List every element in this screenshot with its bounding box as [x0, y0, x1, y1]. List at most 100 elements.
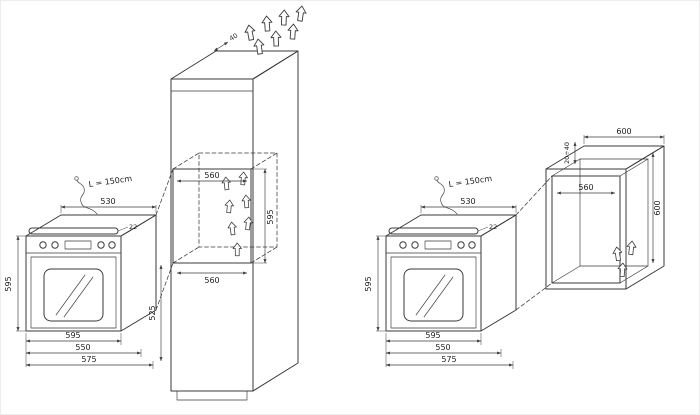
oven-handle [28, 227, 119, 235]
oven-height-label: 595 [4, 276, 13, 291]
cord-length-label: L = 150cm [88, 174, 133, 189]
window-shine-line [63, 276, 94, 318]
cabinet-top-face [170, 50, 299, 80]
dimension-oven-width: 595 [385, 331, 482, 367]
oven-door [30, 256, 117, 329]
handle-offset-label: 22 [489, 223, 497, 231]
oven-side-face [120, 214, 157, 332]
dimension-niche-height: 595 [251, 168, 275, 264]
base-cabinet [545, 145, 665, 290]
niche-interior [551, 158, 649, 284]
vent-arrow-icon [611, 246, 624, 262]
dimension-niche-width-top: 560 [177, 171, 247, 183]
right-installation-base-cabinet: 600 20÷40 560 600 [364, 127, 665, 369]
projection-lines [515, 175, 553, 311]
knob-icon [51, 241, 59, 249]
dimension-oven-width: 595 [25, 331, 122, 367]
oven-depth-overall-label: 575 [441, 355, 456, 364]
vent-arrow-icon [221, 176, 232, 191]
vent-arrow-icon [238, 171, 249, 186]
vent-arrow-icon [232, 242, 242, 257]
oven-front-face [385, 235, 482, 332]
vent-arrow-icon [226, 221, 238, 236]
power-cord: L = 150cm [434, 174, 493, 215]
oven-depth-label: 550 [435, 343, 450, 352]
knob-icon [97, 241, 105, 249]
ventilation-arrows-niche [221, 171, 254, 257]
niche-width-bottom-label: 560 [204, 276, 219, 285]
vent-arrow-icon [625, 240, 638, 256]
dimension-clearance-height: 525 [148, 265, 163, 361]
oven-handle [388, 227, 479, 235]
dimension-niche-height: 600 [651, 153, 662, 263]
knob-icon [468, 241, 476, 249]
dimension-niche-width: 560 [557, 183, 615, 195]
vent-arrow-icon [242, 216, 254, 231]
knob-icon [457, 241, 465, 249]
oven-left [25, 214, 157, 332]
clearance-height-label: 525 [148, 305, 157, 320]
vent-arrow-icon [252, 37, 266, 56]
ventilation-arrows-niche [611, 240, 638, 278]
vent-arrow-icon [278, 9, 290, 26]
handle-offset-label: 22 [129, 223, 137, 231]
cabinet-side-face [625, 145, 665, 290]
dimension-handle-offset: 22 [477, 223, 497, 232]
window-shine-line [423, 276, 454, 318]
ventilation-arrows-top [243, 4, 308, 56]
oven-depth-label: 550 [75, 343, 90, 352]
window-shine-line [55, 274, 86, 316]
vent-gap-label: 20÷40 [563, 142, 571, 164]
cord-plug [74, 176, 79, 181]
vent-arrow-icon [270, 30, 282, 47]
cord-length-label: L = 150cm [448, 174, 493, 189]
oven-depth-overall-label: 575 [81, 355, 96, 364]
projection-lines [155, 168, 174, 311]
cabinet-plinth [176, 390, 248, 401]
dimension-oven-height: 595 [4, 235, 26, 332]
oven-width-label: 595 [425, 331, 440, 340]
vent-arrow-icon [241, 194, 252, 209]
cabinet-front-face [170, 78, 254, 392]
oven-display [424, 240, 452, 250]
niche-height-label: 600 [653, 200, 662, 215]
niche-width-top-label: 560 [204, 171, 219, 180]
dimension-vent-gap: 40 [213, 32, 239, 52]
dimension-worktop-width: 600 [583, 127, 665, 144]
oven-width-label: 595 [65, 331, 80, 340]
oven-door-window [403, 268, 464, 322]
dimension-oven-depth: 550 [26, 343, 142, 357]
knob-icon [399, 241, 407, 249]
oven-door-window [43, 268, 104, 322]
dimension-oven-top-width: 530 [420, 197, 517, 213]
window-shine-line [415, 274, 446, 316]
cabinet-side-face [252, 50, 299, 392]
niche-width-label: 560 [578, 183, 593, 192]
dimension-vent-gap: 20÷40 [563, 142, 577, 164]
dimension-oven-top-width: 530 [60, 197, 157, 213]
worktop-width-label: 600 [616, 127, 631, 136]
cord-plug [434, 176, 439, 181]
vent-arrow-icon [287, 23, 299, 40]
vent-arrow-icon [261, 15, 273, 32]
niche-height-label: 595 [266, 209, 275, 224]
oven-niche-opening [551, 175, 621, 284]
dimension-oven-depth-overall: 575 [386, 355, 514, 369]
oven-door [390, 256, 477, 329]
vent-arrow-icon [243, 23, 257, 42]
power-cord: L = 150cm [74, 174, 133, 215]
oven-height-label: 595 [364, 276, 373, 291]
dimension-oven-depth-overall: 575 [26, 355, 154, 369]
oven-top-width-label: 530 [460, 197, 475, 206]
tall-cabinet [170, 50, 299, 401]
oven-niche-opening [172, 168, 252, 264]
oven-front-face [25, 235, 122, 332]
oven-right [385, 214, 517, 332]
vent-gap-label: 40 [228, 32, 239, 43]
knob-icon [108, 241, 116, 249]
oven-top-width-label: 530 [100, 197, 115, 206]
knob-icon [39, 241, 47, 249]
dimension-handle-offset: 22 [117, 223, 137, 232]
